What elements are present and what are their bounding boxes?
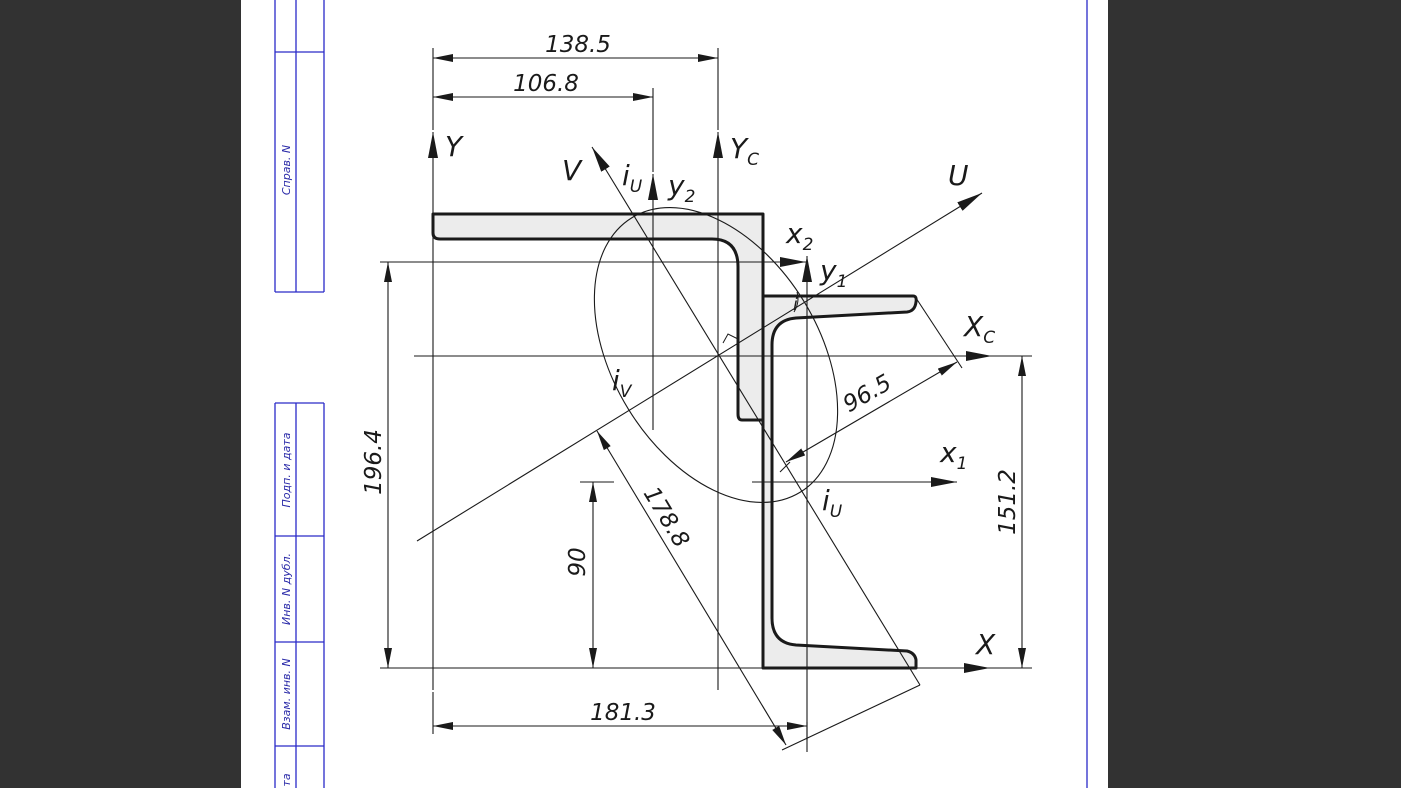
axis-label-y1: y1 — [819, 254, 847, 292]
right-angle-mark — [722, 333, 739, 344]
stamp-inv-dubl: Инв. N дубл. — [280, 553, 293, 625]
label-iu-bottom: iU — [822, 484, 843, 522]
dim-138-5: 138.5 — [545, 32, 611, 58]
axis-label-y: Y — [445, 130, 464, 163]
label-iv-small: i — [793, 295, 798, 315]
dim-106-8: 106.8 — [513, 71, 579, 97]
dim-90: 90 — [565, 547, 591, 576]
inertia-ellipse — [593, 207, 839, 503]
construction-lines — [380, 48, 1032, 752]
dim-181-3: 181.3 — [590, 700, 656, 726]
sheet-frame — [274, 0, 1088, 788]
channel-section — [761, 294, 918, 670]
stamp-podp-data: Подп. и дата — [280, 432, 293, 507]
label-iu-top: iU — [622, 159, 643, 197]
stamp-vzam-inv: Взам. инв. N — [280, 658, 293, 729]
axis-label-x1: x1 — [939, 436, 967, 474]
angle-section — [431, 212, 765, 422]
dim-151-2: 151.2 — [995, 469, 1021, 535]
dim-196-4: 196.4 — [361, 429, 387, 495]
dimension-lines — [384, 54, 1026, 746]
label-iv: iV — [612, 364, 633, 402]
axis-label-y2: y2 — [667, 169, 695, 207]
dim-96-5: 96.5 — [839, 370, 896, 418]
stamp-sprav: Справ. N — [280, 145, 293, 195]
axis-label-x2: x2 — [785, 217, 813, 255]
stamp-podp-data-2: та — [280, 773, 293, 786]
axis-label-xc: XC — [962, 310, 995, 348]
angle-arc — [793, 291, 799, 313]
dim-178-8: 178.8 — [638, 482, 694, 552]
axis-label-yc: YC — [730, 132, 759, 170]
axis-label-x: X — [974, 628, 996, 661]
axis-label-u: U — [948, 159, 969, 192]
axis-label-v: V — [562, 154, 583, 187]
